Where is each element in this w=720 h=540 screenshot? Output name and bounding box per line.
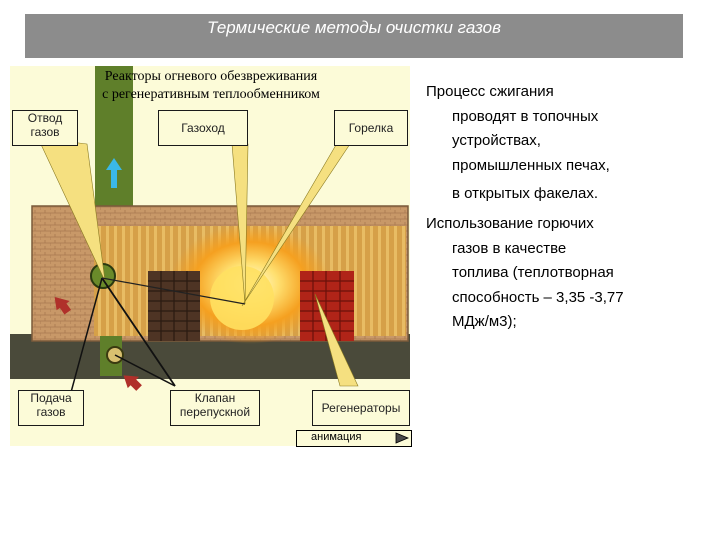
pointer-valve bbox=[101, 277, 176, 387]
reactor-illustration bbox=[10, 66, 410, 397]
paragraph1-line-5: в открытых факелах. bbox=[452, 185, 599, 202]
label-valve: Клапан перепускной bbox=[170, 390, 260, 426]
animation-button-label: анимация bbox=[311, 431, 362, 443]
paragraph1-line-4: промышленных печах, bbox=[452, 156, 610, 174]
label-burner: Горелка bbox=[334, 110, 408, 146]
label-flue-text: Газоход bbox=[181, 121, 225, 135]
slide-title: Термические методы очистки газов bbox=[207, 18, 501, 37]
paragraph-combustion: Процесс сжигания проводят в топочных уст… bbox=[426, 80, 610, 207]
label-supply: Подача газов bbox=[18, 390, 84, 426]
title-bar: Термические методы очистки газов bbox=[25, 14, 683, 58]
paragraph1-line-3: устройствах, bbox=[452, 132, 541, 149]
label-exhaust-line-1: Отвод bbox=[27, 111, 63, 125]
pointer-regenerators bbox=[314, 293, 359, 387]
up-arrow-icon bbox=[106, 158, 122, 188]
flow-arrow-icon-2 bbox=[123, 375, 142, 391]
diagram-heading-line-1: Реакторы огневого обезвреживания bbox=[104, 69, 318, 84]
pointer-supply bbox=[69, 277, 103, 397]
label-supply-line-1: Подача bbox=[30, 391, 72, 405]
label-regenerators: Регенераторы bbox=[312, 390, 410, 426]
pointer-line bbox=[101, 277, 246, 305]
flow-arrow-icon bbox=[54, 296, 72, 315]
label-supply-line-2: газов bbox=[36, 405, 66, 419]
regenerator-left bbox=[148, 271, 200, 341]
paragraph1-line-1: Процесс сжигания bbox=[426, 83, 554, 100]
paragraph2-line-5: МДж/м3); bbox=[452, 313, 517, 330]
label-valve-line-1: Клапан bbox=[194, 391, 236, 405]
paragraph-fuel-use: Использование горючих газов в качестве т… bbox=[426, 212, 624, 335]
label-regenerators-text: Регенераторы bbox=[321, 401, 401, 415]
paragraph1-line-2: проводят в топочных bbox=[452, 107, 599, 125]
play-triangle-icon bbox=[395, 432, 409, 444]
paragraph2-line-4: способность – 3,35 -3,77 bbox=[452, 288, 624, 306]
paragraph2-line-2: газов в качестве bbox=[452, 239, 567, 257]
pointer-valve-2 bbox=[114, 354, 176, 387]
paragraph2-line-3: топлива (теплотворная bbox=[452, 264, 614, 281]
flame-core bbox=[210, 266, 274, 330]
label-valve-line-2: перепускной bbox=[179, 405, 251, 419]
label-exhaust-line-2: газов bbox=[30, 125, 60, 139]
label-burner-text: Горелка bbox=[348, 121, 394, 135]
label-flue: Газоход bbox=[158, 110, 248, 146]
diagram-heading: Реакторы огневого обезвреживания с реген… bbox=[56, 68, 366, 104]
label-exhaust: Отвод газов bbox=[12, 110, 78, 146]
diagram-heading-line-2: с регенеративным теплообменником bbox=[102, 87, 320, 102]
animation-button[interactable]: анимация bbox=[296, 430, 412, 447]
paragraph2-line-1: Использование горючих bbox=[426, 215, 594, 232]
